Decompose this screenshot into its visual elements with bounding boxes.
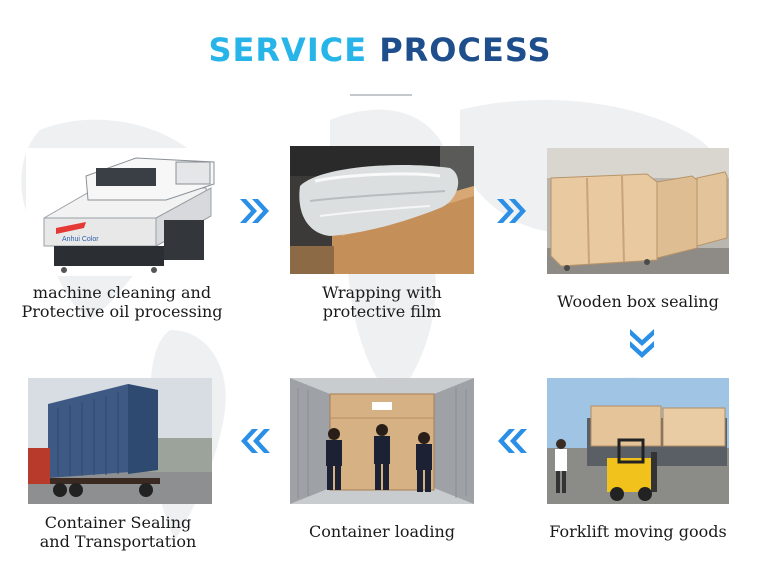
step-4-image-forklift	[547, 378, 729, 504]
title-part-service: SERVICE	[208, 31, 368, 69]
step-5-caption-line1: Container loading	[309, 522, 455, 541]
step-3-caption-line1: Wooden box sealing	[557, 292, 719, 311]
step-5-caption: Container loading	[282, 522, 482, 541]
step-4-caption-line1: Forklift moving goods	[549, 522, 727, 541]
step-6-caption-line1: Container Sealing	[44, 513, 192, 532]
printer-brand-label: Anhui Color	[62, 236, 99, 243]
step-6-caption: Container Sealing and Transportation	[18, 513, 218, 551]
step-6-image-container-truck	[28, 378, 212, 504]
step-3-image-wooden-crates	[547, 148, 729, 274]
step-4-caption: Forklift moving goods	[539, 522, 737, 541]
step-1-caption: machine cleaning and Protective oil proc…	[18, 283, 226, 321]
page-title: SERVICE PROCESS	[0, 30, 760, 70]
arrow-left-icon	[241, 429, 270, 453]
arrow-right-icon	[497, 199, 526, 223]
arrow-down-icon	[630, 329, 654, 358]
step-1-image-uv-printer: Anhui Color	[26, 148, 218, 276]
arrow-right-icon	[240, 199, 269, 223]
step-3-caption: Wooden box sealing	[539, 292, 737, 311]
title-part-process: PROCESS	[379, 31, 552, 69]
step-6-caption-line2: and Transportation	[39, 532, 197, 551]
step-1-caption-line2: Protective oil processing	[21, 302, 223, 321]
step-2-caption-line2: protective film	[322, 302, 442, 321]
step-5-image-container-loading	[290, 378, 474, 504]
step-1-caption-line1: machine cleaning and	[32, 283, 212, 302]
step-2-caption: Wrapping with protective film	[282, 283, 482, 321]
step-2-image-film-wrapped	[290, 146, 474, 274]
step-2-caption-line1: Wrapping with	[322, 283, 442, 302]
title-divider	[350, 94, 412, 96]
arrow-left-icon	[498, 429, 527, 453]
